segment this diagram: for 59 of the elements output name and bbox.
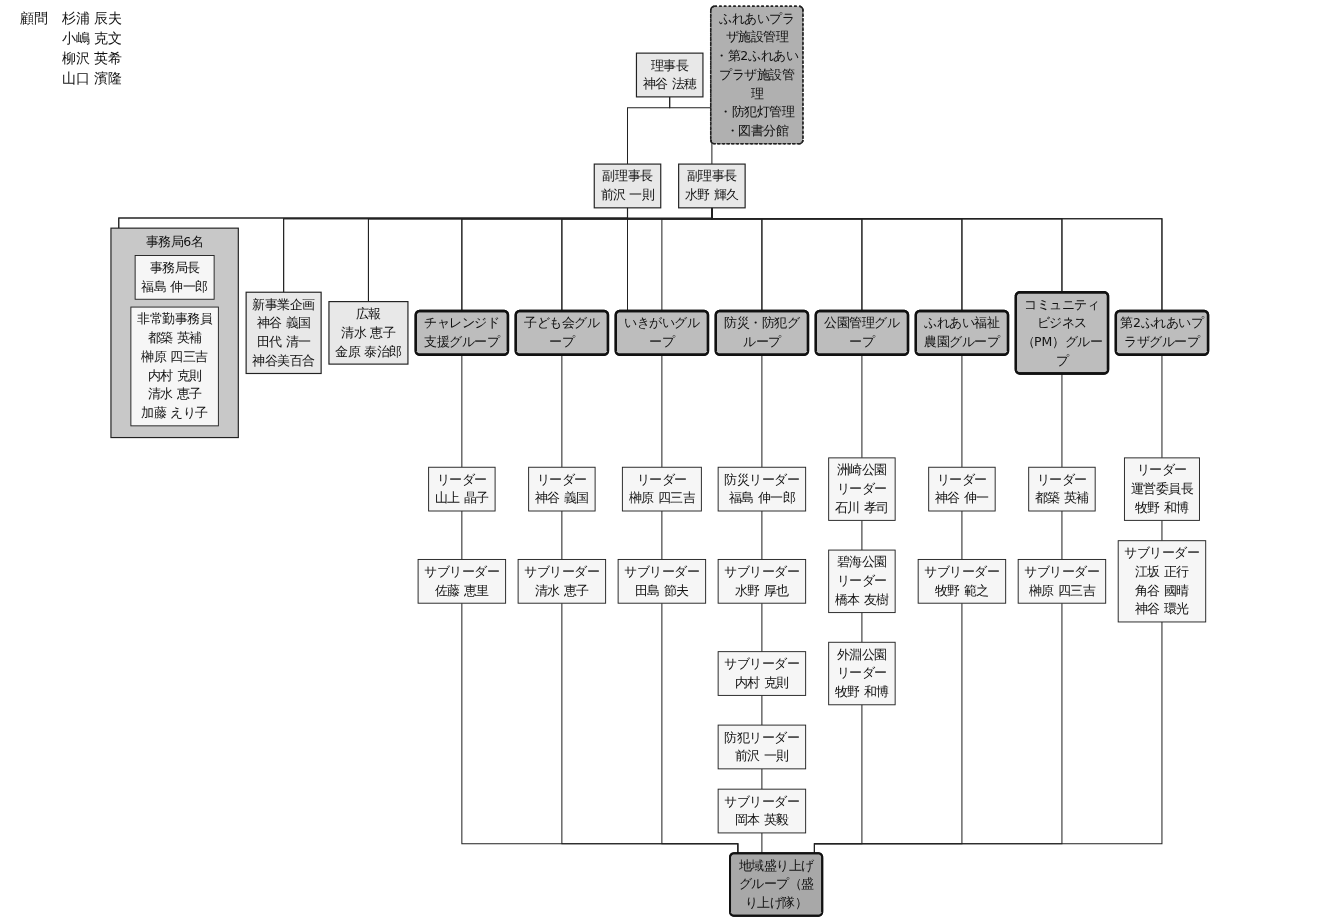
connector <box>1161 354 1163 459</box>
name-label: 小嶋 克文 <box>62 30 123 48</box>
node-box: 碧海公園 リーダー 橋本 友樹 <box>828 549 896 614</box>
connector <box>861 519 863 551</box>
node-box: サブリーダー 内村 克則 <box>717 651 807 696</box>
connector <box>661 354 663 468</box>
name-label: 杉浦 辰夫 <box>62 10 123 28</box>
node-box: 防災リーダー 福島 伸一郎 <box>717 466 807 512</box>
node-box: リーダー 神谷 義国 <box>528 466 596 512</box>
connector <box>627 207 1163 312</box>
connector <box>461 510 463 560</box>
node-box: 洲崎公園 リーダー 石川 孝司 <box>828 457 896 521</box>
connector <box>761 768 763 790</box>
connector <box>561 354 563 468</box>
node-box: サブリーダー 岡本 英毅 <box>717 788 807 834</box>
node-box: サブリーダー 清水 恵子 <box>517 559 607 604</box>
node-box: サブリーダー 田島 節夫 <box>617 559 707 604</box>
connector <box>661 510 663 560</box>
node-box: サブリーダー 牧野 範之 <box>917 559 1007 604</box>
node-box: サブリーダー 榊原 四三吉 <box>1017 559 1107 604</box>
node-box: 防犯リーダー 前沢 一則 <box>717 724 807 770</box>
node-box: 非常勤事務員 都築 英補 榊原 四三吉 内村 克則 清水 恵子 加藤 えり子 <box>130 306 219 427</box>
node-box: 理事長 神谷 法穂 <box>635 52 704 98</box>
node-box: 事務局長 福島 伸一郎 <box>134 255 215 300</box>
role-label: 顧問 <box>20 10 48 28</box>
connector <box>461 354 463 468</box>
connector <box>461 602 739 854</box>
connector <box>961 510 963 560</box>
name-label: 山口 濱隆 <box>62 70 123 88</box>
node-box: リーダー 榊原 四三吉 <box>621 466 702 512</box>
node-box: リーダー 神谷 伸一 <box>928 466 996 512</box>
connector <box>561 602 739 854</box>
connector <box>813 621 1163 854</box>
connector <box>861 354 863 459</box>
node-box: リーダー 運営委員長 牧野 和博 <box>1123 457 1200 521</box>
node-box: サブリーダー 佐藤 恵里 <box>417 559 507 604</box>
connector <box>761 694 763 726</box>
connector <box>661 602 739 854</box>
node-box: リーダー 山上 晶子 <box>428 466 496 512</box>
connector <box>761 602 763 653</box>
connector <box>961 354 963 468</box>
connector <box>761 354 763 468</box>
node-box: 新事業企画 神谷 義国 田代 清一 神谷美百合 <box>245 291 322 375</box>
connector <box>1161 519 1163 542</box>
connector <box>761 510 763 560</box>
node-box: リーダー 都築 英補 <box>1028 466 1096 512</box>
node-box: サブリーダー 江坂 正行 角谷 國晴 神谷 環光 <box>1117 540 1207 623</box>
node-box: サブリーダー 水野 厚也 <box>717 559 807 604</box>
node-box: 副理事長 水野 輝久 <box>678 163 746 209</box>
connector <box>1061 373 1063 468</box>
node-box: 広報 清水 恵子 金原 泰治郎 <box>328 301 409 365</box>
node-box: 外淵公園 リーダー 牧野 和博 <box>828 641 896 706</box>
node-box: 副理事長 前沢 一則 <box>593 163 662 209</box>
name-label: 柳沢 英希 <box>62 50 123 68</box>
connector <box>561 510 563 560</box>
connector <box>761 832 763 854</box>
connector <box>669 96 713 165</box>
connector <box>1061 510 1063 560</box>
connector <box>861 612 863 643</box>
